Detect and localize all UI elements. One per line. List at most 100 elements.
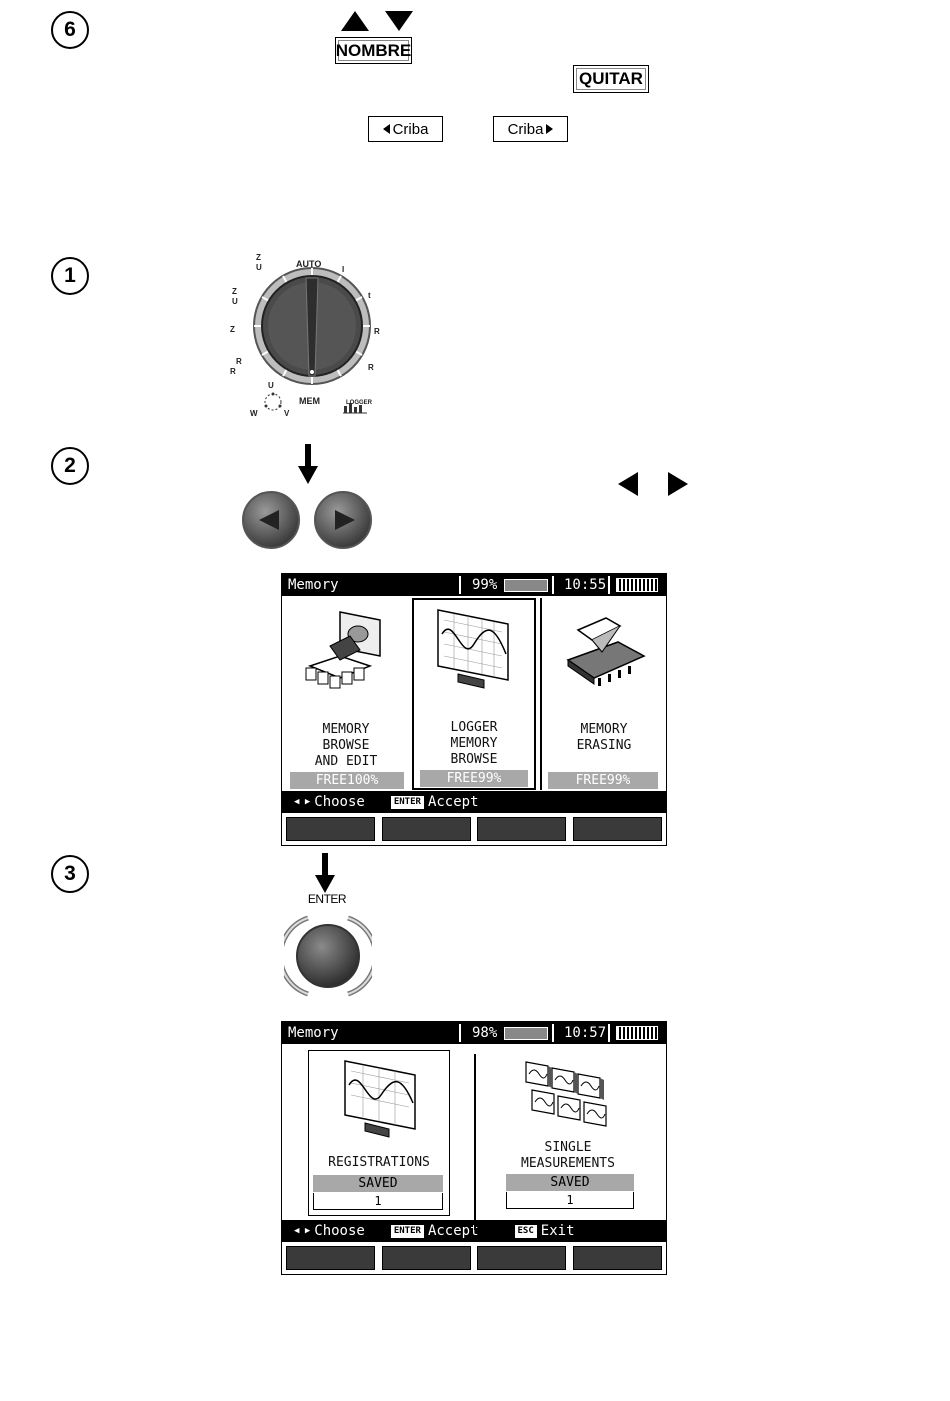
screen1-title: Memory xyxy=(288,577,339,593)
memory-erasing-tile[interactable]: MEMORY ERASING FREE99% xyxy=(544,600,664,789)
registrations-tile[interactable]: REGISTRATIONS SAVED 1 xyxy=(308,1050,450,1216)
screen2-accept-label: Accept xyxy=(427,1223,479,1239)
registrations-saved-label: SAVED xyxy=(313,1175,443,1192)
screen1-hint-bar: ◀ ▶ Choose ENTER Accept xyxy=(282,791,666,813)
criba-left-label: Criba xyxy=(392,120,429,138)
svg-text:V: V xyxy=(284,409,290,418)
registrations-count: 1 xyxy=(313,1193,443,1210)
softkey-f4[interactable] xyxy=(572,1246,662,1270)
tile2-line3: BROWSE xyxy=(450,752,498,767)
battery-icon xyxy=(616,1026,658,1040)
screen2-esc-badge: ESC xyxy=(514,1224,537,1238)
svg-text:t: t xyxy=(368,291,371,300)
dial-mem-label: MEM xyxy=(299,396,320,406)
softkey-f3[interactable] xyxy=(477,817,567,841)
triangle-right-icon xyxy=(546,124,554,134)
nombre-key-label: NOMBRE xyxy=(335,40,412,60)
step-3-number: 3 xyxy=(64,862,76,885)
step-6-badge: 6 xyxy=(51,11,89,49)
single-saved-label: SAVED xyxy=(506,1174,634,1191)
left-arrow-button[interactable] xyxy=(241,490,301,550)
right-arrow-button[interactable] xyxy=(313,490,373,550)
softkey-f2[interactable] xyxy=(381,1246,471,1270)
softkey-f3[interactable] xyxy=(477,1246,567,1270)
tile2-line1: LOGGER xyxy=(450,720,498,735)
step-1-number: 1 xyxy=(64,264,76,287)
tile-divider xyxy=(474,1054,476,1230)
memory-erasing-icon xyxy=(558,612,650,692)
right-arrow-icon xyxy=(335,510,355,530)
screen2-body: REGISTRATIONS SAVED 1 xyxy=(282,1044,666,1230)
enter-button[interactable] xyxy=(277,912,379,1000)
tile3-line1: MEMORY xyxy=(580,722,628,737)
single-line1: SINGLE xyxy=(544,1140,592,1155)
step-6-number: 6 xyxy=(64,18,76,41)
quitar-key-label: QUITAR xyxy=(579,69,643,88)
step-1-badge: 1 xyxy=(51,257,89,295)
screen2-softkeys xyxy=(282,1242,666,1274)
criba-left-key[interactable]: Criba xyxy=(368,116,443,142)
memory-browse-tile[interactable]: MEMORY BROWSE AND EDIT FREE100% xyxy=(284,600,408,789)
single-measurements-label: SINGLE MEASUREMENTS xyxy=(502,1140,634,1172)
left-right-arrows-icon xyxy=(616,470,690,498)
registrations-label: REGISTRATIONS xyxy=(328,1155,430,1170)
memory-browse-icon xyxy=(300,606,390,696)
up-down-arrows-icon xyxy=(339,9,415,33)
single-count: 1 xyxy=(506,1192,634,1209)
step-2-number: 2 xyxy=(64,454,76,477)
screen1-status-bar: Memory 99% 10:55 xyxy=(282,574,666,596)
tile3-line2: ERASING xyxy=(576,738,632,753)
choose-arrows-icon: ◀ ▶ xyxy=(294,1226,311,1236)
screen1-softkeys xyxy=(282,813,666,845)
screen1-memory-pct: 99% xyxy=(472,577,498,593)
left-arrow-icon xyxy=(259,510,279,530)
enter-key-caption: ENTER xyxy=(307,892,347,906)
tile2-line2: MEMORY xyxy=(450,736,498,751)
screen1-choose-label: Choose xyxy=(314,794,365,810)
screen2-choose-label: Choose xyxy=(314,1223,365,1239)
screen2-time: 10:57 xyxy=(564,1025,607,1041)
tile1-free-label: FREE100% xyxy=(290,772,404,789)
battery-icon xyxy=(616,578,658,592)
tile1-line1: MEMORY xyxy=(322,722,370,737)
screen2-memory-pct: 98% xyxy=(472,1025,498,1041)
quitar-key[interactable]: QUITAR xyxy=(573,65,649,93)
svg-text:I: I xyxy=(342,265,344,274)
svg-text:W: W xyxy=(250,409,258,418)
softkey-f1[interactable] xyxy=(286,1246,375,1270)
softkey-f2[interactable] xyxy=(381,817,471,841)
triangle-left-icon xyxy=(382,124,390,134)
tile3-label: MEMORY ERASING xyxy=(544,722,664,754)
tile1-line2: BROWSE xyxy=(322,738,370,753)
criba-right-key[interactable]: Criba xyxy=(493,116,568,142)
screen1-enter-badge: ENTER xyxy=(390,795,424,809)
svg-text:R: R xyxy=(236,357,242,366)
svg-text:U: U xyxy=(232,297,238,306)
screen2-exit-label: Exit xyxy=(540,1223,575,1239)
softkey-f4[interactable] xyxy=(572,817,662,841)
tile2-free-label: FREE99% xyxy=(420,770,528,787)
step-3-badge: 3 xyxy=(51,855,89,893)
nombre-key[interactable]: NOMBRE xyxy=(335,37,412,64)
step-2-badge: 2 xyxy=(51,447,89,485)
choose-arrows-icon: ◀ ▶ xyxy=(294,797,311,807)
tile1-line3: AND EDIT xyxy=(314,754,378,769)
tile2-label: LOGGER MEMORY BROWSE xyxy=(414,720,534,768)
screen1-time: 10:55 xyxy=(564,577,607,593)
single-measurements-icon xyxy=(522,1056,622,1136)
svg-text:U: U xyxy=(268,381,274,390)
press-enter-arrow-icon xyxy=(315,853,335,893)
single-measurements-tile[interactable]: SINGLE MEASUREMENTS SAVED 1 xyxy=(502,1050,644,1216)
svg-text:LOGGER: LOGGER xyxy=(346,400,373,406)
single-line2: MEASUREMENTS xyxy=(521,1156,615,1171)
screen1-body: MEMORY BROWSE AND EDIT FREE100% xyxy=(282,596,666,790)
logger-memory-icon xyxy=(428,604,520,694)
logger-bars-icon xyxy=(342,400,368,414)
registrations-icon xyxy=(335,1055,425,1139)
press-down-arrow-icon xyxy=(298,444,318,484)
logger-memory-browse-tile[interactable]: LOGGER MEMORY BROWSE FREE99% xyxy=(412,598,536,790)
tile3-free-label: FREE99% xyxy=(548,772,658,789)
criba-right-label: Criba xyxy=(507,120,544,138)
softkey-f1[interactable] xyxy=(286,817,375,841)
